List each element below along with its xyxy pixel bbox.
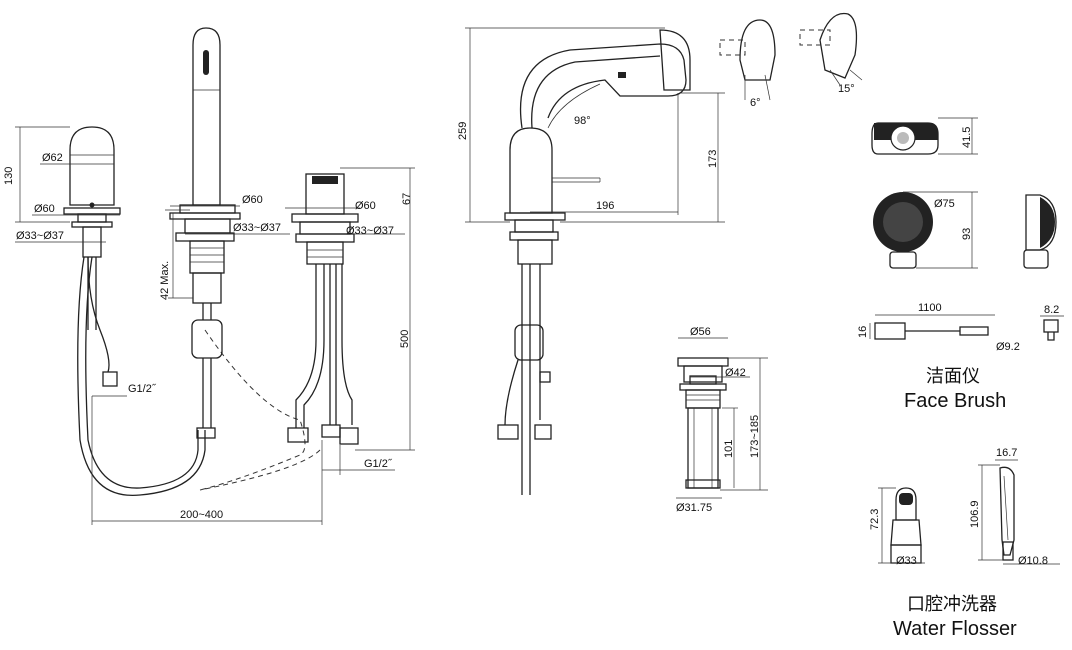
drain-drawing xyxy=(677,357,729,489)
dim-42max: 42 Max. xyxy=(159,261,171,300)
dim-d33-37-a: Ø33~Ø37 xyxy=(16,230,64,242)
dim-d33: Ø33 xyxy=(896,555,917,567)
dim-259: 259 xyxy=(457,122,469,140)
water-flosser-body-drawing: 72.3 Ø33 xyxy=(869,487,925,567)
dim-d33-37-b: Ø33~Ø37 xyxy=(233,222,281,234)
face-brush-cable-drawing: 1100 16 Ø9.2 8.2 xyxy=(857,302,1064,353)
dim-8-2: 8.2 xyxy=(1044,304,1059,316)
dim-16-7: 16.7 xyxy=(996,447,1017,459)
dim-d10-8: Ø10.8 xyxy=(1018,555,1048,567)
water-flosser-caption-cn: 口腔冲洗器 xyxy=(907,594,997,615)
dim-d60-c: Ø60 xyxy=(355,200,376,212)
face-brush-caption-en: Face Brush xyxy=(904,390,1006,412)
control-unit-drawing xyxy=(63,126,206,497)
dim-d42: Ø42 xyxy=(725,367,746,379)
dim-41-5: 41.5 xyxy=(961,127,973,148)
spout-dimensions: Ø60 Ø33~Ø37 42 Max. xyxy=(159,194,290,300)
dim-1100: 1100 xyxy=(918,302,942,314)
dim-g12-b: G1/2˝ xyxy=(364,458,393,470)
face-brush-caption-cn: 洁面仪 xyxy=(926,366,980,387)
dim-72-3: 72.3 xyxy=(869,509,881,530)
dim-d60-b: Ø60 xyxy=(242,194,263,206)
dim-15deg: 15° xyxy=(838,83,855,95)
dim-500: 500 xyxy=(399,330,411,348)
dim-106-9: 106.9 xyxy=(969,500,981,528)
valve-drawing xyxy=(287,173,359,445)
dim-173: 173 xyxy=(707,150,719,168)
spray-head-detail-15deg: 15° xyxy=(799,12,863,95)
faucet-side-dimensions: 259 173 196 98° xyxy=(457,27,725,223)
dim-6deg: 6° xyxy=(750,97,761,109)
spray-head-detail-6deg: 6° xyxy=(719,19,776,109)
face-brush-side-drawing xyxy=(1023,194,1057,269)
dim-d9-2: Ø9.2 xyxy=(996,341,1020,353)
spout-drawing xyxy=(169,27,241,439)
dim-173-185: 173~185 xyxy=(749,415,761,458)
dim-16: 16 xyxy=(857,326,869,338)
control-unit-dimensions: 130 Ø62 Ø60 Ø33~Ø37 G1/2˝ xyxy=(3,126,157,397)
dim-d60-a: Ø60 xyxy=(34,203,55,215)
faucet-side-drawing xyxy=(497,29,691,495)
valve-dimensions: Ø60 Ø33~Ø37 67 500 G1/2˝ 200~400 xyxy=(91,167,415,525)
dim-d56: Ø56 xyxy=(690,326,711,338)
drain-dimensions: Ø56 Ø42 173~185 101 Ø31.75 xyxy=(676,326,768,514)
dim-130: 130 xyxy=(3,167,15,185)
dim-101: 101 xyxy=(723,440,735,458)
dim-g12-a: G1/2˝ xyxy=(128,383,157,395)
water-flosser-caption-en: Water Flosser xyxy=(893,618,1017,640)
dim-d62: Ø62 xyxy=(42,152,63,164)
dim-196: 196 xyxy=(596,200,614,212)
dim-d33-37-c: Ø33~Ø37 xyxy=(346,225,394,237)
water-flosser-nozzle-drawing: 16.7 106.9 Ø10.8 xyxy=(969,447,1060,567)
hose-dashed xyxy=(199,329,306,491)
dim-67: 67 xyxy=(401,193,413,205)
dim-d31-75: Ø31.75 xyxy=(676,502,712,514)
face-brush-top-drawing: 41.5 xyxy=(871,117,978,155)
face-brush-front-drawing: 93 Ø75 xyxy=(873,191,978,269)
dim-98deg: 98° xyxy=(574,115,591,127)
dim-200-400: 200~400 xyxy=(180,509,223,521)
dim-d75: Ø75 xyxy=(934,198,955,210)
dim-93: 93 xyxy=(961,228,973,240)
